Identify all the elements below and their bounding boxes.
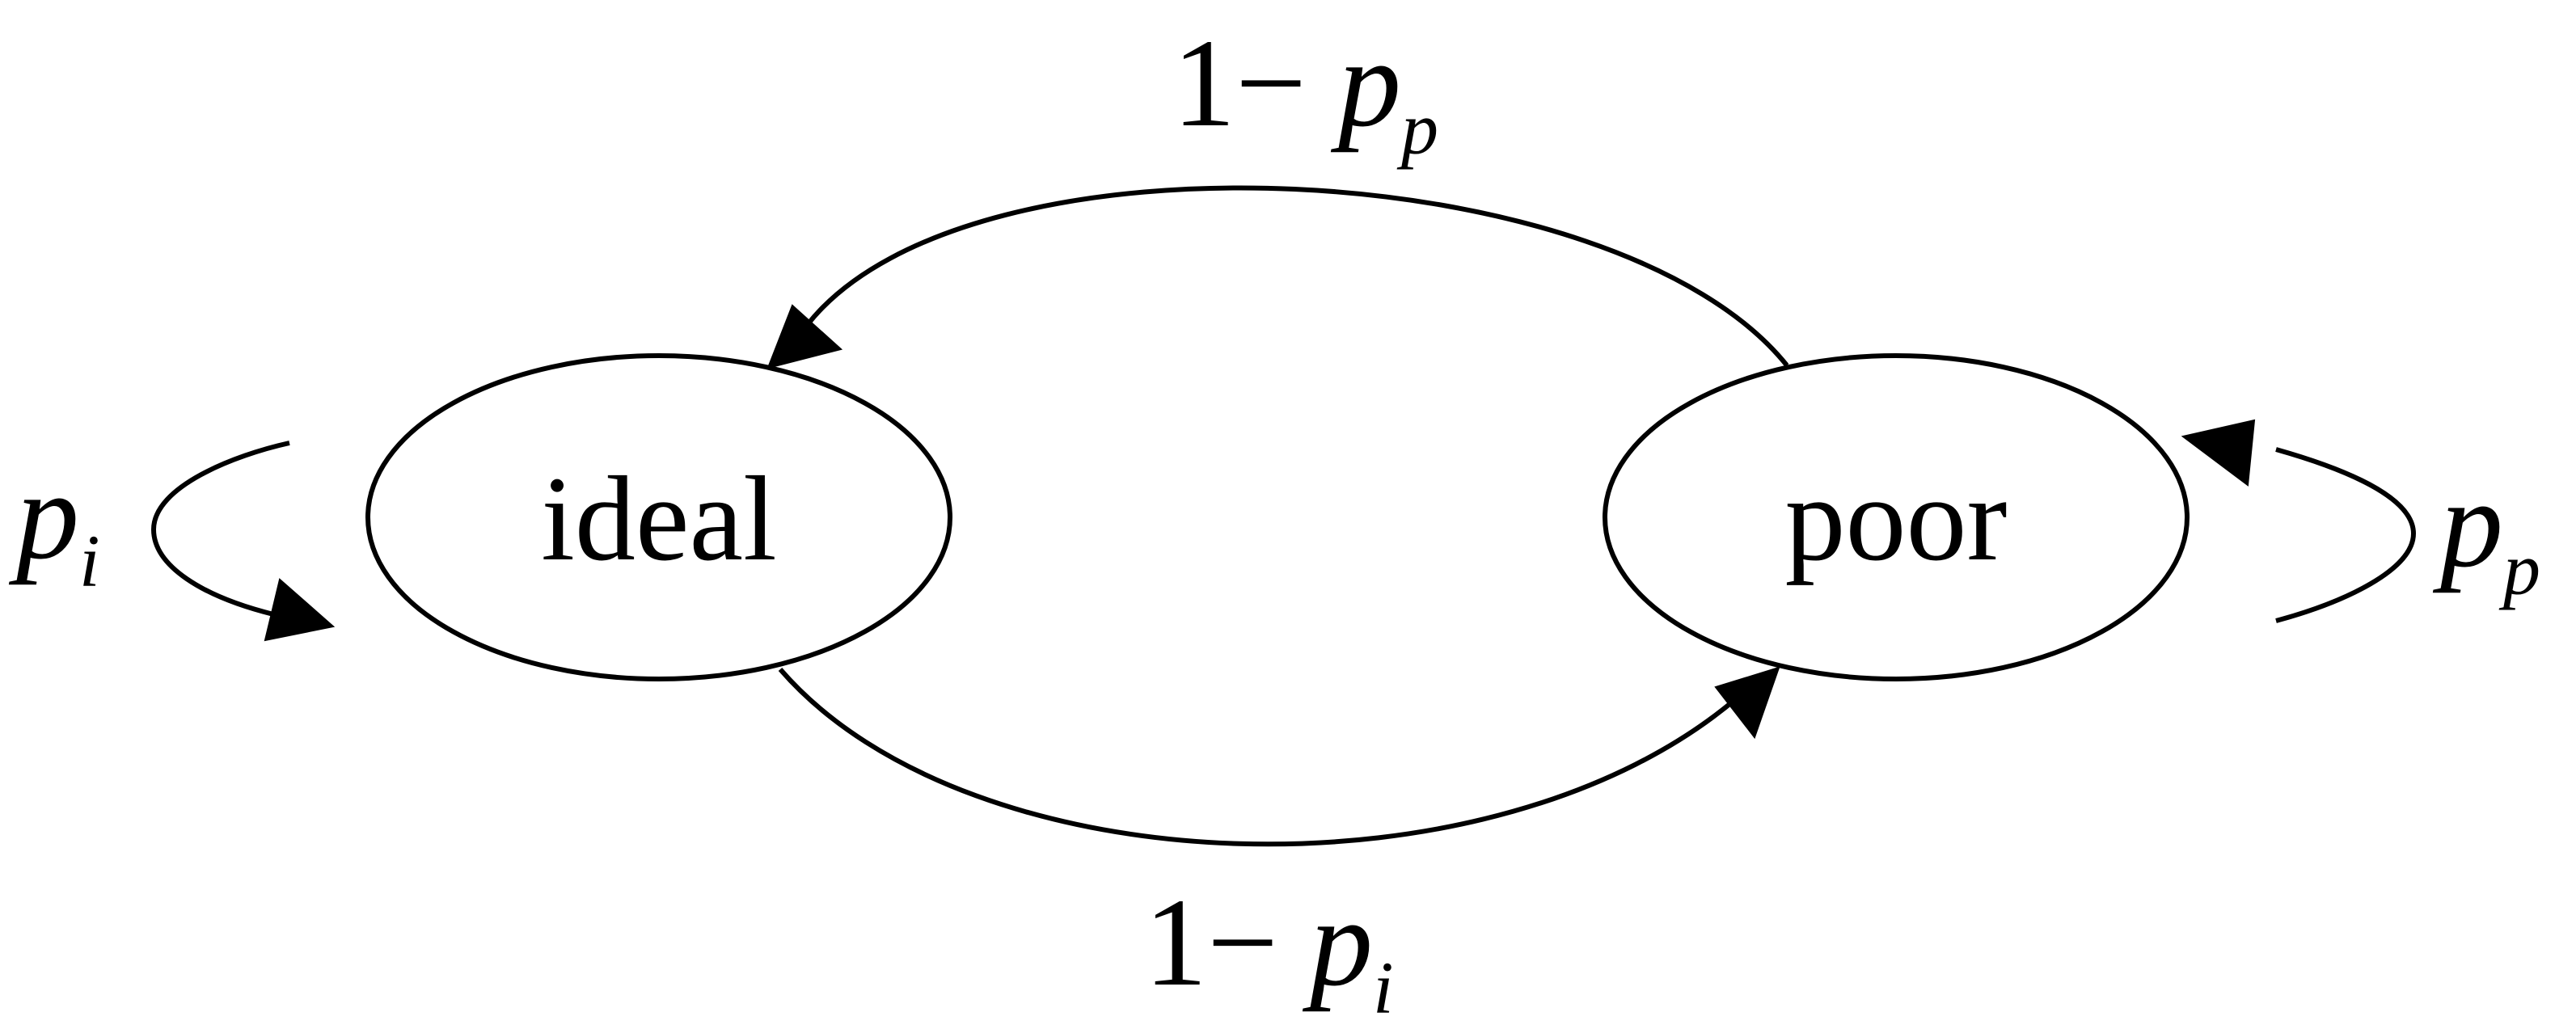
edge-poor-to-ideal-label-var: p — [1330, 13, 1401, 153]
edge-ideal-to-ideal-label-sub: i — [79, 520, 100, 602]
edge-poor-to-poor-label-var: p — [2432, 453, 2503, 593]
edge-ideal-to-ideal-label-var: p — [8, 445, 79, 585]
edge-ideal-to-ideal: pi — [8, 441, 336, 642]
edge-ideal-to-poor-label: 1− pi — [1144, 872, 1394, 1029]
edge-poor-to-poor-path — [2275, 447, 2417, 623]
edge-poor-to-ideal: 1− pp — [766, 13, 1789, 369]
edge-poor-to-ideal-arrowhead — [766, 304, 843, 369]
edge-ideal-to-poor-label-var: p — [1302, 872, 1373, 1012]
edge-poor-to-ideal-label: 1− pp — [1172, 13, 1438, 170]
node-ideal-label: ideal — [541, 452, 777, 586]
edge-poor-to-poor-label-sub: p — [2498, 528, 2540, 610]
edge-ideal-to-poor-label-sub: i — [1373, 947, 1394, 1029]
edge-ideal-to-poor-path — [778, 668, 1740, 847]
edge-poor-to-poor-arrowhead — [2181, 419, 2256, 487]
node-poor-label: poor — [1785, 452, 2008, 586]
edge-poor-to-ideal-label-prefix: 1− — [1172, 13, 1338, 153]
node-ideal-ellipse — [365, 353, 952, 681]
edge-poor-to-ideal-path — [806, 185, 1789, 367]
edge-ideal-to-poor-label-prefix: 1− — [1144, 872, 1310, 1012]
edge-poor-to-poor: pp — [2181, 419, 2540, 623]
edge-ideal-to-ideal-arrowhead — [264, 578, 336, 642]
edge-ideal-to-poor-arrowhead — [1714, 666, 1780, 740]
node-poor-ellipse — [1603, 353, 2190, 681]
edge-ideal-to-ideal-label: pi — [8, 445, 100, 602]
edge-poor-to-poor-label: pp — [2432, 453, 2540, 610]
node-poor: poor — [1603, 353, 2190, 681]
node-ideal: ideal — [365, 353, 952, 681]
edge-poor-to-ideal-label-sub: p — [1396, 87, 1438, 170]
edge-ideal-to-ideal-path — [150, 441, 290, 617]
edge-ideal-to-poor: 1− pi — [778, 666, 1780, 1029]
